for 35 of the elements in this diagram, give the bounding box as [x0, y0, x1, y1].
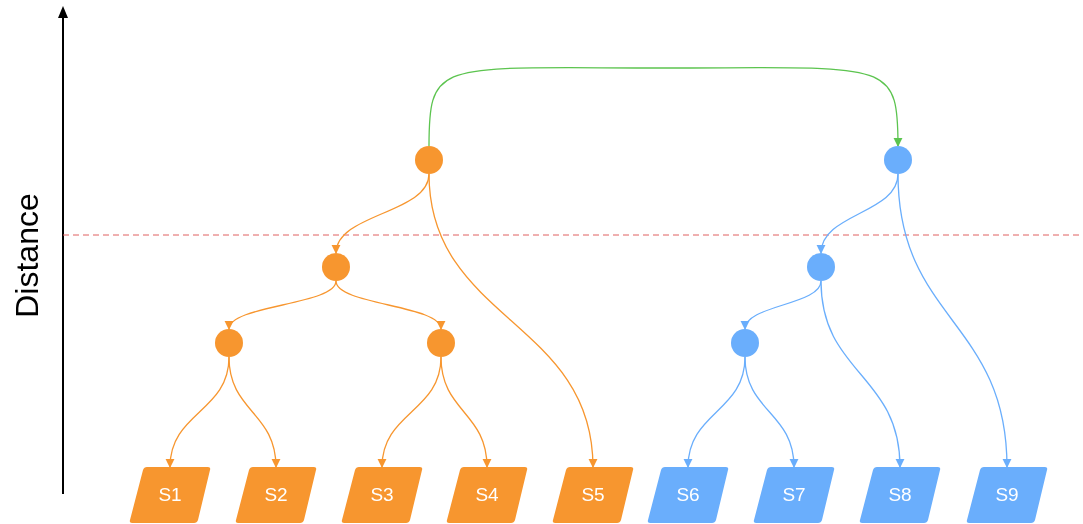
cluster-node-circle: [322, 253, 350, 281]
sample-parallelogram: [753, 467, 835, 523]
arrow: [335, 280, 443, 330]
sample-parallelogram: [341, 467, 423, 523]
arrow: [428, 67, 903, 147]
sample-label: S8: [888, 484, 912, 506]
cluster-node-circle: [415, 146, 443, 174]
sample-parallelogram: [235, 467, 317, 523]
sample-parallelogram: [446, 467, 528, 523]
arrow: [228, 356, 280, 468]
cluster-node-circle: [427, 329, 455, 357]
sample-label: S1: [158, 484, 182, 506]
cluster-node-circle: [731, 329, 759, 357]
arrow: [428, 173, 597, 468]
sample-label: S7: [782, 484, 806, 506]
arrow: [227, 280, 337, 330]
sample-parallelogram: [647, 467, 729, 523]
sample-parallelogram: [552, 467, 634, 523]
sample-label: S9: [995, 484, 1019, 506]
sample-parallelogram: [129, 467, 211, 523]
sample-parallelogram: [966, 467, 1048, 523]
cluster-node-circle: [807, 253, 835, 281]
cluster-node-circle: [884, 146, 912, 174]
arrow: [744, 356, 798, 468]
axis-label: Distance: [8, 192, 46, 318]
sample-label: S2: [264, 484, 288, 506]
arrow: [440, 356, 491, 468]
sample-label: S5: [581, 484, 605, 506]
cluster-node-circle: [215, 329, 243, 357]
sample-label: S4: [475, 484, 499, 506]
sample-label: S6: [676, 484, 700, 506]
sample-parallelogram: [859, 467, 941, 523]
arrow: [820, 280, 904, 468]
arrow: [897, 173, 1011, 468]
sample-label: S3: [370, 484, 394, 506]
